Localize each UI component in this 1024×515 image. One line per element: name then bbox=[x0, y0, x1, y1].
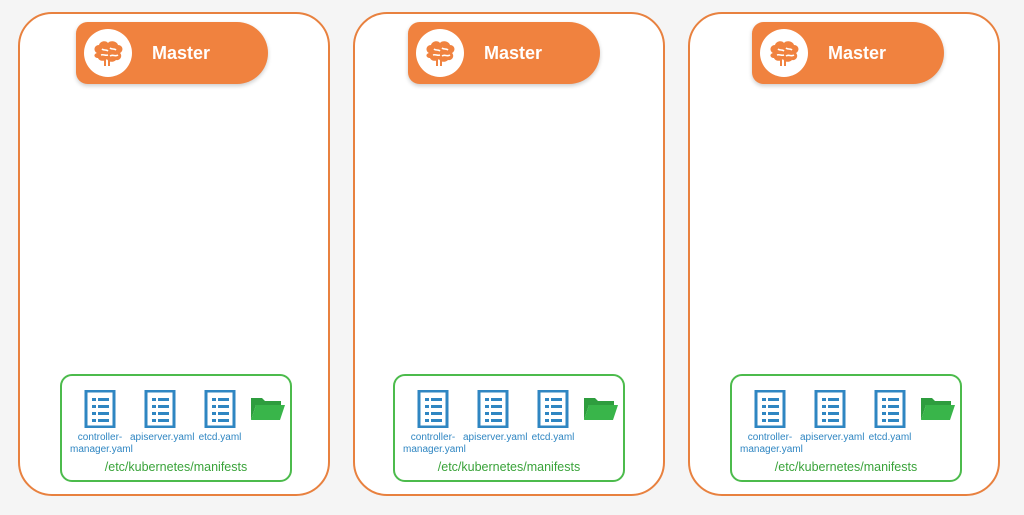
document-icon bbox=[754, 390, 786, 428]
folder-open-icon bbox=[584, 398, 618, 420]
manifests-path: /etc/kubernetes/manifests bbox=[104, 460, 248, 474]
file-name: controller- manager.yaml bbox=[403, 432, 466, 455]
manifests-directory: controller- manager.yaml apiserver.yaml … bbox=[730, 374, 962, 482]
file-name: etcd.yaml bbox=[198, 432, 242, 443]
document-icon bbox=[144, 390, 176, 428]
master-node-3: Master controller- manager.yaml apiserve… bbox=[688, 12, 1000, 496]
folder-open-icon bbox=[251, 398, 285, 420]
folder-open-icon bbox=[921, 398, 955, 420]
file-name: apiserver.yaml bbox=[130, 432, 195, 443]
brain-icon bbox=[416, 29, 464, 77]
file-name: apiserver.yaml bbox=[463, 432, 528, 443]
file-controller-manager: controller- manager.yaml bbox=[740, 390, 803, 456]
file-controller-manager: controller- manager.yaml bbox=[403, 390, 466, 456]
document-icon bbox=[417, 390, 449, 428]
brain-icon bbox=[760, 29, 808, 77]
manifests-directory: controller- manager.yaml apiserver.yaml … bbox=[60, 374, 292, 482]
file-name: controller- manager.yaml bbox=[740, 432, 803, 455]
brain-icon bbox=[84, 29, 132, 77]
file-name: etcd.yaml bbox=[531, 432, 575, 443]
file-apiserver: apiserver.yaml bbox=[800, 390, 865, 444]
file-apiserver: apiserver.yaml bbox=[130, 390, 195, 444]
manifests-directory: controller- manager.yaml apiserver.yaml … bbox=[393, 374, 625, 482]
document-icon bbox=[477, 390, 509, 428]
file-controller-manager: controller- manager.yaml bbox=[70, 390, 133, 456]
file-name: apiserver.yaml bbox=[800, 432, 865, 443]
master-badge: Master bbox=[752, 22, 944, 84]
document-icon bbox=[84, 390, 116, 428]
file-name: controller- manager.yaml bbox=[70, 432, 133, 455]
master-badge: Master bbox=[408, 22, 600, 84]
manifests-path: /etc/kubernetes/manifests bbox=[437, 460, 581, 474]
document-icon bbox=[204, 390, 236, 428]
file-apiserver: apiserver.yaml bbox=[463, 390, 528, 444]
document-icon bbox=[874, 390, 906, 428]
document-icon bbox=[814, 390, 846, 428]
file-name: etcd.yaml bbox=[868, 432, 912, 443]
master-label: Master bbox=[484, 42, 543, 63]
master-label: Master bbox=[828, 42, 887, 63]
file-etcd: etcd.yaml bbox=[523, 390, 583, 444]
master-node-1: Master controller- manager.yaml apiserve… bbox=[18, 12, 330, 496]
document-icon bbox=[537, 390, 569, 428]
master-badge: Master bbox=[76, 22, 268, 84]
master-label: Master bbox=[152, 42, 211, 63]
file-etcd: etcd.yaml bbox=[190, 390, 250, 444]
manifests-path: /etc/kubernetes/manifests bbox=[774, 460, 918, 474]
master-node-2: Master controller- manager.yaml apiserve… bbox=[353, 12, 665, 496]
file-etcd: etcd.yaml bbox=[860, 390, 920, 444]
